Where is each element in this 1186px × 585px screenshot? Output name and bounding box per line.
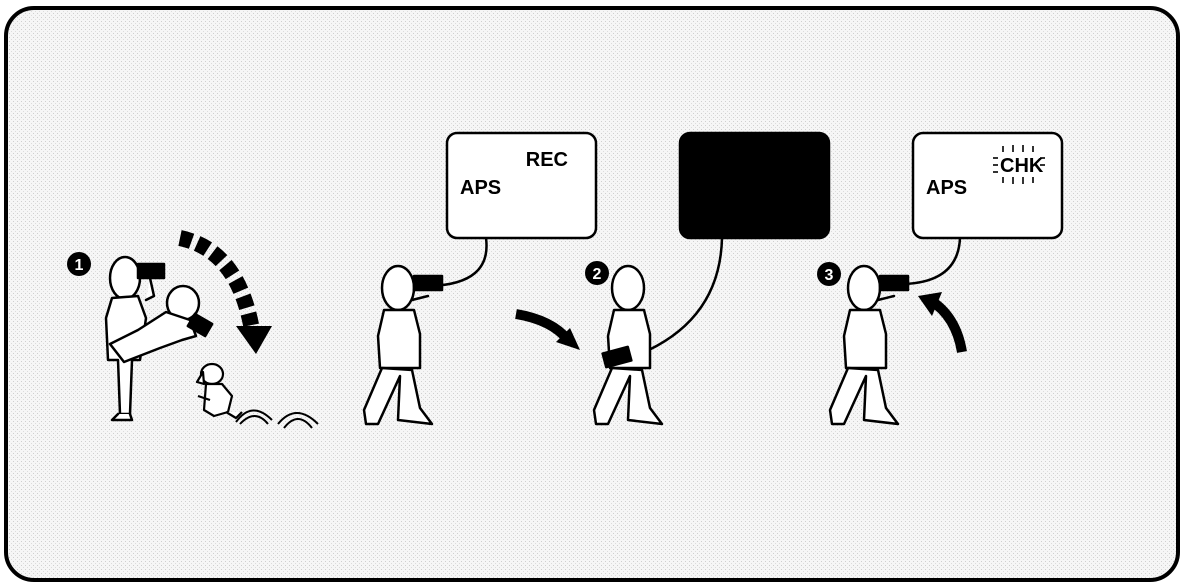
- screen-1-aps-label: APS: [460, 177, 501, 199]
- viewfinder-screen-3: CHK APS: [913, 133, 1062, 238]
- viewfinder-screen-1: REC APS: [447, 133, 596, 238]
- step-2-badge: 2: [585, 261, 609, 285]
- screen-3-aps-label: APS: [926, 177, 967, 199]
- step-3-number: 3: [825, 267, 834, 284]
- step-2-number: 2: [593, 266, 602, 283]
- step-3-badge: 3: [817, 262, 841, 286]
- viewfinder-screen-2: [680, 133, 829, 238]
- screen-1-rec-label: REC: [526, 149, 568, 171]
- step-1-number: 1: [75, 257, 84, 274]
- screen-3-chk-label: CHK: [1000, 155, 1044, 177]
- step-1-badge: 1: [67, 252, 91, 276]
